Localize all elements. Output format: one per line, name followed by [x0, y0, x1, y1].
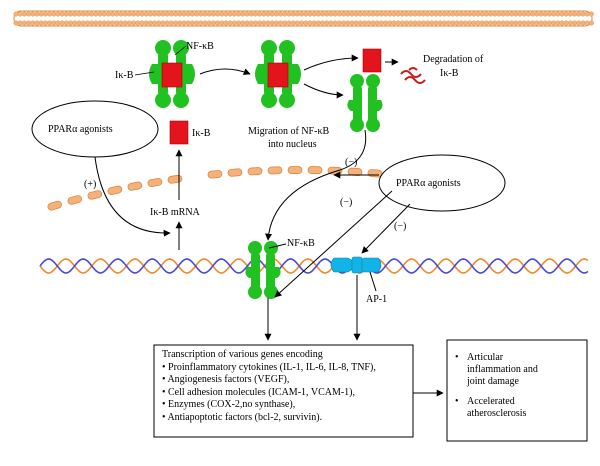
transcription-box	[153, 344, 414, 438]
bullet: •	[455, 352, 459, 363]
label-nfkb-top: NF-κB	[186, 41, 214, 52]
transcription-item: • Cell adhesion molecules (ICAM-1, VCAM-…	[162, 386, 356, 398]
nfkb-free-dimer	[347, 74, 383, 132]
outcome-item: • Accelerated atherosclerosis	[455, 396, 583, 420]
transcription-item: • Antiapoptotic factors (bcl-2, survivin…	[162, 411, 323, 423]
label-migration: Migration of NF-κB	[248, 126, 329, 137]
ikb-synthesized	[169, 120, 189, 145]
dna-helix	[39, 258, 589, 274]
cell-membrane	[13, 10, 594, 27]
label-ikb-synth: Iκ-B	[192, 128, 211, 139]
transcription-item: • Angiogenesis factors (VEGF),	[162, 374, 290, 386]
label-degradation: Degradation of	[423, 54, 484, 65]
transcription-box-text: Transcription of various genes encoding …	[162, 349, 376, 425]
transcription-heading: Transcription of various genes encoding	[162, 349, 323, 360]
nfkb-dna-bound	[245, 241, 281, 299]
label-nfkb-dna: NF-κB	[287, 238, 315, 249]
outcome-text: Accelerated atherosclerosis	[467, 396, 527, 419]
outcome-box	[446, 339, 588, 442]
label-ap1: AP-1	[366, 294, 387, 305]
label-ppar-left: PPARα agonists	[48, 124, 113, 135]
label-minus-mid: (−)	[340, 197, 352, 208]
ikb-released	[362, 48, 382, 73]
label-minus-right: (−)	[394, 221, 406, 232]
label-minus-top: (−)	[345, 157, 357, 168]
label-ikb-mrna: Iκ-B mRNA	[150, 207, 201, 218]
transcription-list: • Proinflammatory cytokines (IL-1, IL-6,…	[162, 362, 376, 425]
ap1-complex	[330, 256, 382, 274]
outcome-box-text: • Articular inflammation and joint damage…	[455, 352, 583, 428]
degradation-squiggle	[400, 67, 426, 84]
transcription-item: • Enzymes (COX-2,no synthase),	[162, 399, 296, 411]
label-degradation-ikb: Iκ-B	[440, 68, 459, 79]
nfkb-ikb-complex-released	[254, 39, 302, 109]
transcription-item: • Proinflammatory cytokines (IL-1, IL-6,…	[162, 361, 376, 373]
label-ppar-right: PPARα agonists	[396, 178, 461, 189]
outcome-text: Articular inflammation and joint damage	[467, 352, 538, 387]
pathway-arrows	[94, 54, 444, 397]
outcome-item: • Articular inflammation and joint damage	[455, 352, 583, 388]
label-migration-2: into nucleus	[268, 139, 317, 150]
ppar-agonists-right-ellipse	[378, 154, 506, 212]
bullet: •	[455, 396, 459, 407]
label-plus: (+)	[84, 179, 96, 190]
label-ikb-left: Iκ-B	[115, 70, 134, 81]
